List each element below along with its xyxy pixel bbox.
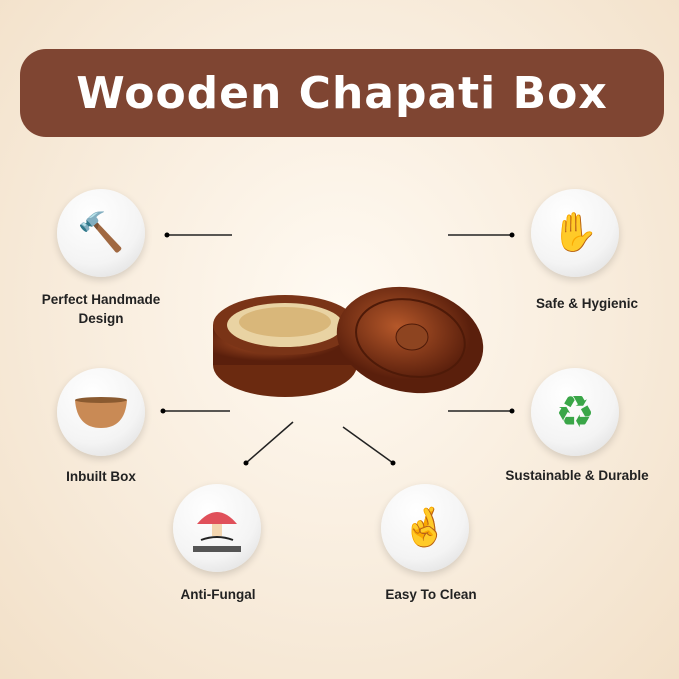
feature-label-antifungal: Anti-Fungal <box>180 587 256 602</box>
feature-label-easy: Easy To Clean <box>385 587 477 602</box>
feature-label-inbuilt: Inbuilt Box <box>66 469 136 484</box>
feature-label-safe: Safe & Hygienic <box>535 296 639 311</box>
bowl-icon <box>57 368 145 456</box>
feature-label-handmade: Perfect Handmade Design <box>41 292 161 326</box>
recycle-icon: ♻ <box>531 368 619 456</box>
anti-fungal-mushroom-icon <box>173 484 261 572</box>
safe-hand-shield-icon: ✋ <box>531 189 619 277</box>
feature-label-sustainable: Sustainable & Durable <box>505 468 649 483</box>
title: Wooden Chapati Box <box>76 67 608 119</box>
easy-clean-hand-icon: 🤞 <box>381 484 469 572</box>
title-banner: Wooden Chapati Box <box>20 49 664 137</box>
handmade-icon: 🔨 <box>57 189 145 277</box>
